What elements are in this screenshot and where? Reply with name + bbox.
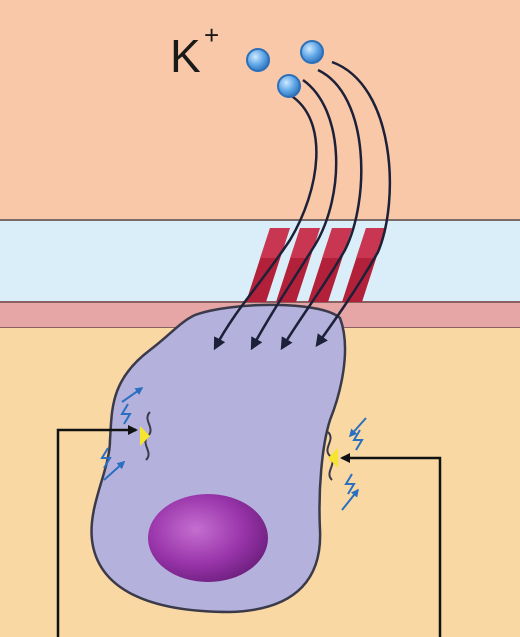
- nucleus: [148, 494, 268, 582]
- endolymph-region: [0, 0, 520, 220]
- ion-1: [247, 49, 269, 71]
- ion-label: K: [170, 30, 201, 82]
- ion-charge: +: [204, 20, 219, 50]
- ion-2: [301, 41, 323, 63]
- ion-3: [278, 75, 300, 97]
